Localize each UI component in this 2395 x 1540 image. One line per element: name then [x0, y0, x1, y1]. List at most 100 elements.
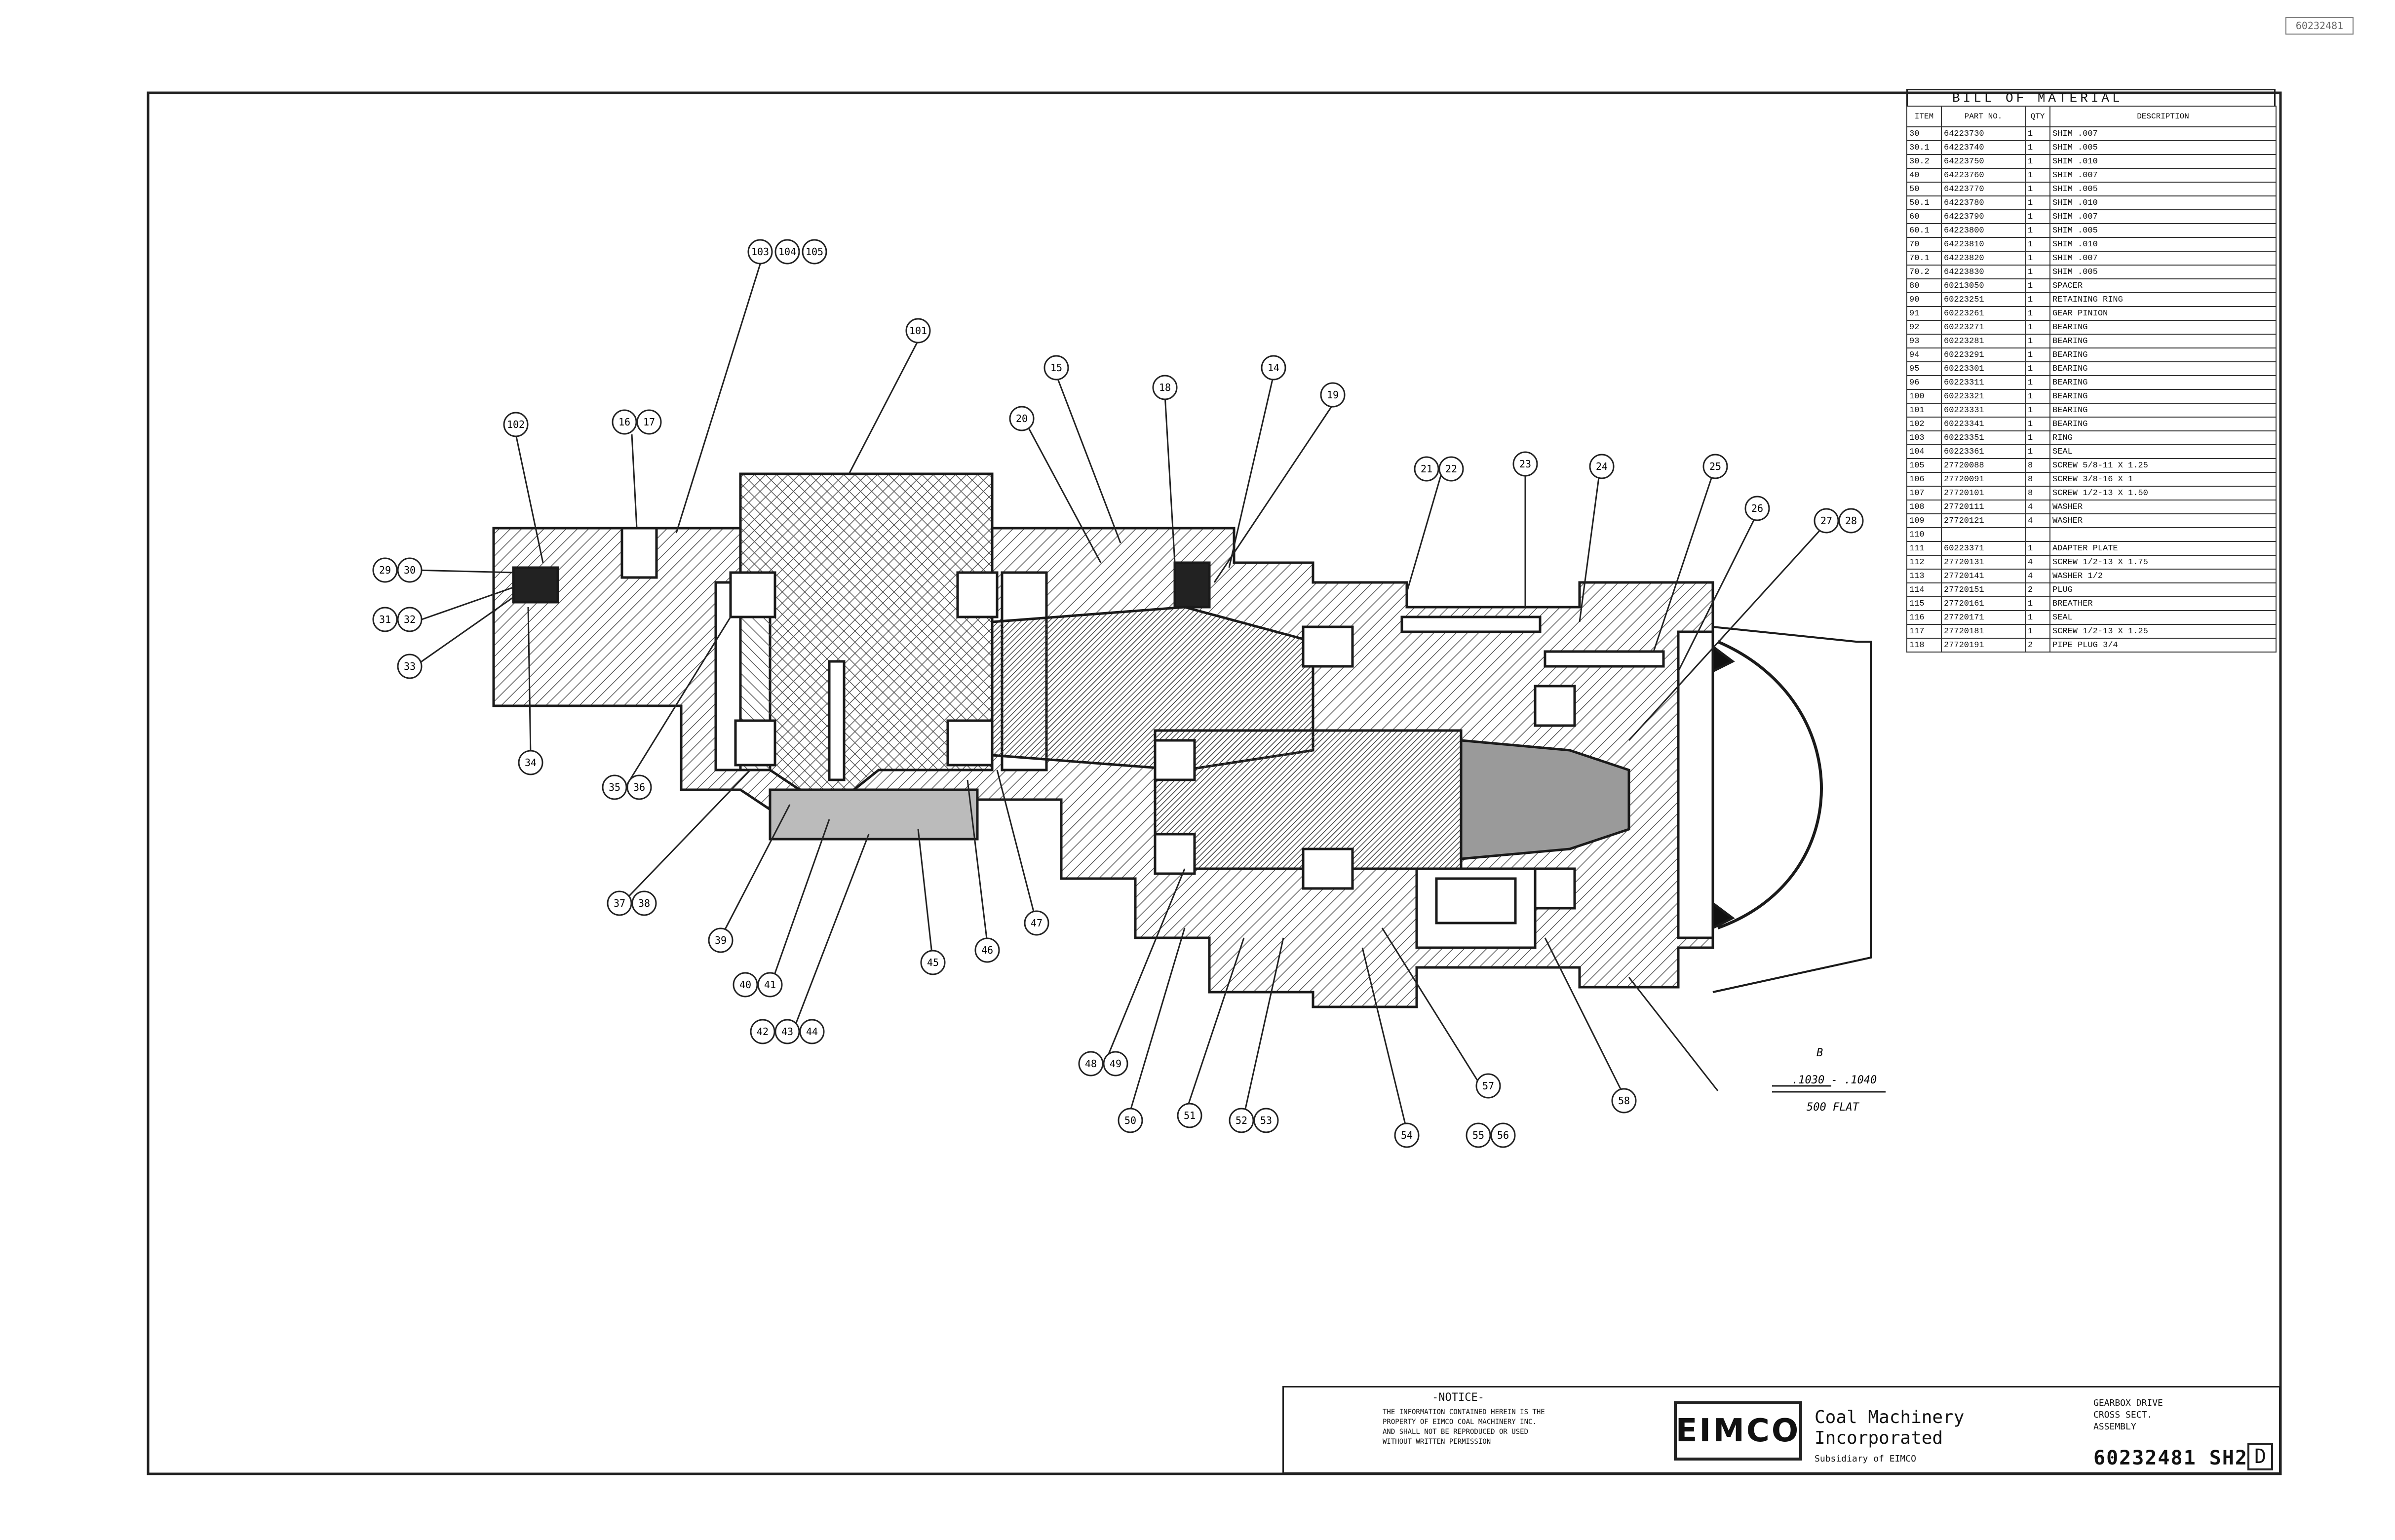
svg-text:39: 39 [715, 934, 727, 946]
bom-cell-description: BEARING [2049, 347, 2277, 362]
bom-cell-item: 100 [1906, 389, 1942, 404]
balloon-43: 51 [1177, 1103, 1202, 1128]
bom-cell-description: PIPE PLUG 3/4 [2049, 638, 2277, 653]
bom-cell-item: 30.1 [1906, 140, 1942, 155]
notice-text: THE INFORMATION CONTAINED HEREIN IS THE … [1383, 1408, 1545, 1446]
bom-cell-partno: 27720111 [1941, 500, 2026, 514]
bom-cell-partno: 27720088 [1941, 458, 2026, 473]
svg-text:18: 18 [1159, 382, 1171, 393]
bom-cell-partno: 64223790 [1941, 209, 2026, 224]
bom-cell-qty: 1 [2025, 417, 2050, 431]
bom-cell-qty: 1 [2025, 182, 2050, 196]
svg-text:55: 55 [1472, 1129, 1484, 1141]
svg-text:30: 30 [404, 564, 416, 576]
bom-cell-item: 105 [1906, 458, 1942, 473]
balloon-45: 53 [1253, 1108, 1279, 1133]
bom-cell-description: BEARING [2049, 375, 2277, 390]
bom-cell-description: WASHER 1/2 [2049, 569, 2277, 583]
balloon-1: 103 [747, 239, 773, 265]
bom-cell-partno: 27720091 [1941, 472, 2026, 487]
bom-cell-item: 103 [1906, 430, 1942, 445]
bom-cell-item: 114 [1906, 582, 1942, 597]
bom-cell-item: 102 [1906, 417, 1942, 431]
svg-text:48: 48 [1085, 1058, 1097, 1070]
bom-cell-partno: 64223770 [1941, 182, 2026, 196]
bom-cell-qty: 1 [2025, 223, 2050, 238]
balloon-16: 24 [1589, 454, 1615, 479]
svg-text:29: 29 [379, 564, 391, 576]
svg-text:35: 35 [609, 781, 620, 793]
svg-text:58: 58 [1618, 1095, 1630, 1107]
bom-cell-partno: 27720101 [1941, 486, 2026, 500]
bom-cell-qty: 1 [2025, 154, 2050, 169]
balloon-2: 104 [774, 239, 800, 265]
svg-text:37: 37 [614, 897, 625, 909]
bom-cell-item: 113 [1906, 569, 1942, 583]
bom-cell-item: 111 [1906, 541, 1942, 556]
bom-cell-item: 93 [1906, 334, 1942, 348]
balloon-21: 29 [372, 557, 398, 583]
bom-cell-qty: 1 [2025, 541, 2050, 556]
balloon-47: 55 [1466, 1122, 1491, 1148]
bom-cell-item: 50 [1906, 182, 1942, 196]
bom-cell-description: BEARING [2049, 417, 2277, 431]
bom-cell-qty: 1 [2025, 320, 2050, 335]
svg-text:33: 33 [404, 660, 416, 672]
svg-text:104: 104 [778, 246, 796, 258]
bom-cell-item: 94 [1906, 347, 1942, 362]
svg-text:51: 51 [1184, 1110, 1196, 1121]
bom-cell-partno: 64223820 [1941, 251, 2026, 266]
drawing-title: GEARBOX DRIVE CROSS SECT. ASSEMBLY [2093, 1398, 2163, 1432]
bom-cell-item: 92 [1906, 320, 1942, 335]
bom-cell-qty: 4 [2025, 500, 2050, 514]
bom-cell-partno: 27720131 [1941, 555, 2026, 570]
balloon-27: 35 [602, 774, 627, 800]
callout-balloons: 103 104 105 101 102 16 17 15 18 14 19 20… [372, 239, 1864, 1148]
svg-text:50: 50 [1124, 1115, 1136, 1126]
bom-cell-qty: 1 [2025, 265, 2050, 279]
balloon-42: 50 [1118, 1108, 1143, 1133]
bom-cell-description: SHIM .005 [2049, 140, 2277, 155]
bom-cell-item: 30 [1906, 126, 1942, 141]
balloon-3: 105 [802, 239, 827, 265]
bom-cell-partno: 60223281 [1941, 334, 2026, 348]
bom-cell-item: 60 [1906, 209, 1942, 224]
bom-cell-description: PLUG [2049, 582, 2277, 597]
bom-cell-qty: 8 [2025, 472, 2050, 487]
bom-cell-item: 80 [1906, 278, 1942, 293]
bom-cell-description: SCREW 1/2-13 X 1.25 [2049, 624, 2277, 639]
bom-cell-qty: 1 [2025, 375, 2050, 390]
bom-cell-description: SEAL [2049, 610, 2277, 625]
balloon-7: 17 [636, 409, 662, 435]
bom-cell-item: 60.1 [1906, 223, 1942, 238]
bom-cell-item: 110 [1906, 527, 1942, 542]
bom-cell-qty: 1 [2025, 389, 2050, 404]
bom-cell-description: SCREW 3/8-16 X 1 [2049, 472, 2277, 487]
balloon-28: 36 [626, 774, 652, 800]
bom-cell-qty: 1 [2025, 361, 2050, 376]
svg-text:43: 43 [781, 1026, 793, 1038]
balloon-15: 23 [1512, 451, 1538, 477]
svg-text:32: 32 [404, 614, 416, 625]
revision-letter: D [2247, 1443, 2273, 1470]
flat-note: B .1030 - .1040 500 FLAT [1772, 1047, 1886, 1114]
bom-cell-partno: 64223830 [1941, 265, 2026, 279]
svg-text:41: 41 [764, 979, 776, 991]
bom-cell-qty: 1 [2025, 444, 2050, 459]
balloon-24: 32 [397, 607, 423, 632]
svg-text:27: 27 [1820, 515, 1832, 527]
bom-cell-partno: 60223321 [1941, 389, 2026, 404]
bom-cell-partno [1941, 527, 2026, 542]
balloon-18: 26 [1744, 496, 1770, 521]
bom-cell-partno: 64223810 [1941, 237, 2026, 252]
svg-text:103: 103 [751, 246, 769, 258]
